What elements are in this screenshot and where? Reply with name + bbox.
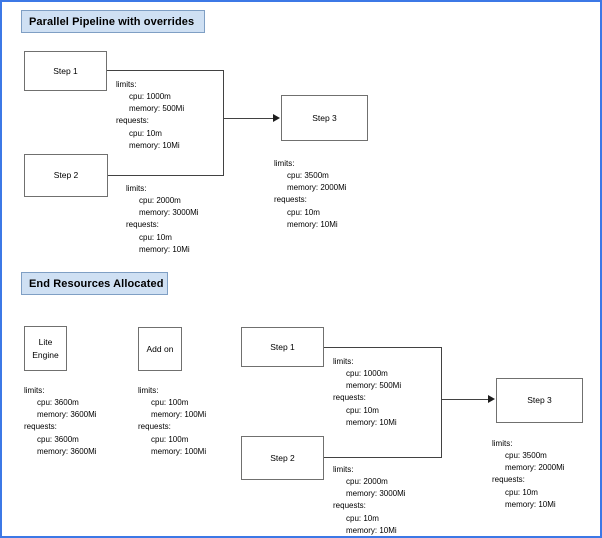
limits-cpu: cpu: 3500m [505,451,547,461]
limits-memory: memory: 3600Mi [37,410,97,420]
requests-label: requests: [274,195,307,205]
limits-memory: memory: 500Mi [346,381,402,391]
limits-label: limits: [492,439,513,448]
requests-memory: memory: 10Mi [346,525,397,535]
limits-label: limits: [116,80,137,89]
limits-cpu: cpu: 1000m [129,92,171,102]
node-lite-engine[interactable]: Lite Engine [24,326,67,371]
limits-cpu: cpu: 1000m [346,369,388,379]
limits-label: limits: [274,159,295,168]
requests-cpu: cpu: 10m [287,207,320,217]
node-top-step-3[interactable]: Step 3 [281,95,368,141]
edge-bottom-step1-horizontal [324,347,442,348]
limits-memory: memory: 100Mi [151,410,207,420]
node-bottom-step-3[interactable]: Step 3 [496,378,583,423]
resources-add-on: limits: cpu: 100m memory: 100Mi requests… [138,385,206,458]
resources-top-step-1: limits: cpu: 1000m memory: 500Mi request… [116,79,184,152]
arrow-head-top-step3 [273,114,280,122]
limits-memory: memory: 2000Mi [505,463,565,473]
requests-label: requests: [126,220,159,230]
requests-cpu: cpu: 100m [151,434,189,444]
limits-memory: memory: 500Mi [129,104,185,114]
node-bottom-step-1[interactable]: Step 1 [241,327,324,367]
requests-label: requests: [24,422,57,432]
node-lite-engine-label-line2: Engine [32,349,59,360]
requests-cpu: cpu: 10m [346,513,379,523]
limits-label: limits: [333,357,354,366]
requests-memory: memory: 10Mi [129,140,180,150]
limits-label: limits: [126,184,147,193]
edge-top-step2-horizontal [108,175,224,176]
node-lite-engine-label-line1: Lite [38,337,53,348]
limits-memory: memory: 3000Mi [139,208,199,218]
resources-bottom-step-3: limits: cpu: 3500m memory: 2000Mi reques… [492,438,565,511]
requests-cpu: cpu: 10m [129,128,162,138]
limits-cpu: cpu: 3600m [37,398,79,408]
requests-memory: memory: 100Mi [151,446,207,456]
requests-memory: memory: 10Mi [287,219,338,229]
resources-top-step-2: limits: cpu: 2000m memory: 3000Mi reques… [126,183,199,256]
limits-label: limits: [24,386,45,395]
limits-memory: memory: 2000Mi [287,183,347,193]
requests-label: requests: [116,116,149,126]
requests-memory: memory: 10Mi [139,244,190,254]
requests-memory: memory: 3600Mi [37,446,97,456]
section-title-end-resources: End Resources Allocated [21,272,168,295]
requests-label: requests: [138,422,171,432]
edge-bottom-vertical-join [441,347,442,458]
resources-lite-engine: limits: cpu: 3600m memory: 3600Mi reques… [24,385,97,458]
limits-label: limits: [333,465,354,474]
requests-memory: memory: 10Mi [505,499,556,509]
limits-memory: memory: 3000Mi [346,489,406,499]
requests-cpu: cpu: 10m [346,405,379,415]
edge-bottom-step2-horizontal [324,457,442,458]
edge-bottom-to-step3 [441,399,489,400]
edge-top-to-step3 [223,118,274,119]
requests-cpu: cpu: 3600m [37,434,79,444]
requests-label: requests: [333,393,366,403]
requests-label: requests: [333,501,366,511]
node-top-step-2[interactable]: Step 2 [24,154,108,197]
limits-cpu: cpu: 100m [151,398,189,408]
limits-label: limits: [138,386,159,395]
section-title-parallel-pipeline: Parallel Pipeline with overrides [21,10,205,33]
limits-cpu: cpu: 2000m [346,477,388,487]
edge-top-step1-horizontal [107,70,224,71]
resources-bottom-step-2: limits: cpu: 2000m memory: 3000Mi reques… [333,464,406,536]
resources-bottom-step-1: limits: cpu: 1000m memory: 500Mi request… [333,356,401,429]
limits-cpu: cpu: 3500m [287,171,329,181]
resources-top-step-3: limits: cpu: 3500m memory: 2000Mi reques… [274,158,347,231]
node-add-on[interactable]: Add on [138,327,182,371]
requests-memory: memory: 10Mi [346,417,397,427]
limits-cpu: cpu: 2000m [139,196,181,206]
node-top-step-1[interactable]: Step 1 [24,51,107,91]
node-bottom-step-2[interactable]: Step 2 [241,436,324,480]
edge-top-vertical-join [223,70,224,176]
requests-label: requests: [492,475,525,485]
requests-cpu: cpu: 10m [139,232,172,242]
arrow-head-bottom-step3 [488,395,495,403]
requests-cpu: cpu: 10m [505,487,538,497]
